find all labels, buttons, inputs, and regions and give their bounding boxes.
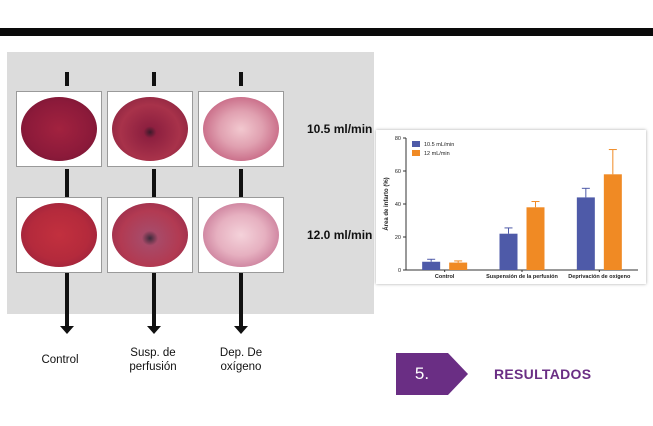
bar-series2 [449, 262, 468, 270]
row-label-12: 12.0 ml/min [307, 228, 373, 242]
legend-label: 10.5 mL/min [424, 142, 454, 148]
y-tick-label: 80 [395, 136, 401, 142]
legend-label: 12 mL/min [424, 151, 450, 157]
column-tick [65, 72, 69, 86]
column-arrow [147, 326, 161, 334]
y-tick-label: 60 [395, 169, 401, 175]
heart-slice-image [21, 97, 97, 161]
column-label-control: Control [41, 354, 79, 366]
column-tick [152, 72, 156, 86]
slice-tile-dep-10-5 [198, 91, 284, 167]
heart-slice-image [21, 203, 97, 267]
legend-swatch [412, 141, 420, 147]
heart-slices-panel: 10.5 ml/min 12.0 ml/min [7, 52, 374, 334]
column-line [239, 273, 243, 328]
y-axis-label: Área de infarto (%) [383, 177, 390, 230]
slice-tile-control-10-5 [16, 91, 102, 167]
heart-slice-image [203, 97, 279, 161]
column-connector [239, 169, 243, 199]
slice-tile-susp-12 [107, 197, 193, 273]
column-label-dep-oxigeno: Dep. De oxígeno [219, 347, 263, 373]
y-tick-label: 40 [395, 202, 401, 208]
row-label-10-5: 10.5 ml/min [307, 122, 373, 136]
column-arrow [234, 326, 248, 334]
bar-series2 [526, 207, 545, 270]
column-line [152, 273, 156, 328]
section-title: RESULTADOS [494, 366, 592, 382]
slice-tile-control-12 [16, 197, 102, 273]
column-connector [65, 169, 69, 199]
section-number-badge: 5. [396, 353, 448, 395]
bar-series2 [603, 174, 622, 270]
column-label-susp-perfusion: Susp. de perfusión [129, 347, 177, 373]
heart-slice-image [203, 203, 279, 267]
bar-series1 [422, 261, 441, 270]
legend-swatch [412, 150, 420, 156]
column-connector [152, 169, 156, 199]
slice-tile-dep-12 [198, 197, 284, 273]
heart-slice-image [112, 203, 188, 267]
top-divider-bar [0, 28, 653, 36]
y-tick-label: 20 [395, 235, 401, 241]
column-line [65, 273, 69, 328]
column-arrow [60, 326, 74, 334]
x-tick-label: Control [435, 274, 455, 280]
bar-series1 [499, 233, 518, 270]
x-tick-label: Deprivación de oxígeno [568, 274, 631, 280]
column-tick [239, 72, 243, 86]
y-tick-label: 0 [398, 268, 401, 274]
section-arrow-icon [448, 353, 468, 395]
x-tick-label: Suspensión de la perfusión [486, 274, 558, 280]
bar-series1 [576, 197, 595, 270]
heart-slice-image [112, 97, 188, 161]
slice-tile-susp-10-5 [107, 91, 193, 167]
